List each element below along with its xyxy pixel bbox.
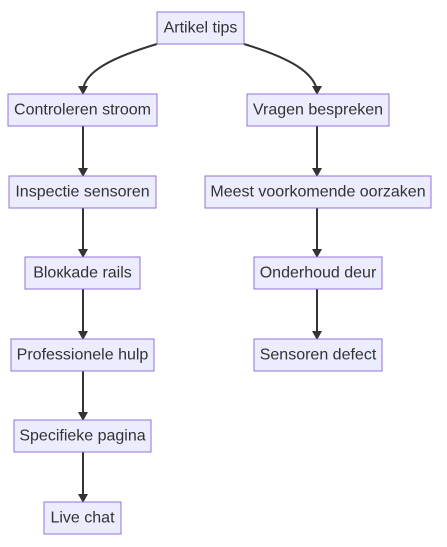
node-blokkade-rails: Blокkade rails: [24, 256, 141, 290]
arrowhead-blokkade: [78, 249, 88, 258]
node-live-chat: Live chat: [43, 501, 122, 535]
node-inspectie-sensoren-label: Inspectie sensoren: [15, 184, 149, 201]
arrowhead-specifieke: [78, 412, 88, 421]
node-controleren-stroom: Controleren stroom: [7, 93, 158, 127]
arrowhead-meest: [312, 168, 322, 177]
node-vragen-bespreken: Vragen bespreken: [246, 93, 390, 127]
node-vragen-bespreken-label: Vragen bespreken: [253, 102, 383, 119]
edge-artikel-to-controleren: [82, 43, 158, 91]
node-specifieke-pagina: Specifieke pagina: [13, 419, 152, 453]
arrowhead-vragen: [312, 86, 322, 95]
node-onderhoud-deur: Onderhoud deur: [253, 256, 383, 290]
node-specifieke-pagina-label: Specifieke pagina: [19, 428, 145, 445]
node-meest-voorkomende-oorzaken: Meest voorkomende oorzaken: [204, 175, 432, 209]
edges: [82, 43, 318, 498]
arrowhead-sensoren: [312, 331, 322, 340]
arrowhead-professionele: [78, 331, 88, 340]
node-controleren-stroom-label: Controleren stroom: [14, 102, 151, 119]
node-live-chat-label: Live chat: [50, 510, 115, 527]
node-professionele-hulp: Professionele hulp: [10, 338, 155, 372]
edge-artikel-to-vragen: [243, 43, 318, 91]
node-sensoren-defect: Sensoren defect: [253, 338, 383, 372]
arrowhead-livechat: [78, 494, 88, 503]
node-inspectie-sensoren: Inspectie sensoren: [8, 175, 157, 209]
node-artikel-tips: Artikel tips: [156, 11, 245, 45]
node-onderhoud-deur-label: Onderhoud deur: [260, 265, 377, 282]
arrowhead-inspectie: [78, 168, 88, 177]
node-meest-voorkomende-oorzaken-label: Meest voorkomende oorzaken: [210, 184, 425, 201]
arrowhead-onderhoud: [312, 249, 322, 258]
node-artikel-tips-label: Artikel tips: [164, 20, 238, 37]
arrowhead-controleren: [78, 86, 88, 95]
arrow-heads: [78, 86, 322, 503]
node-professionele-hulp-label: Professionele hulp: [17, 347, 149, 364]
node-sensoren-defect-label: Sensoren defect: [260, 347, 377, 364]
node-blokkade-rails-label: Blокkade rails: [33, 265, 132, 282]
